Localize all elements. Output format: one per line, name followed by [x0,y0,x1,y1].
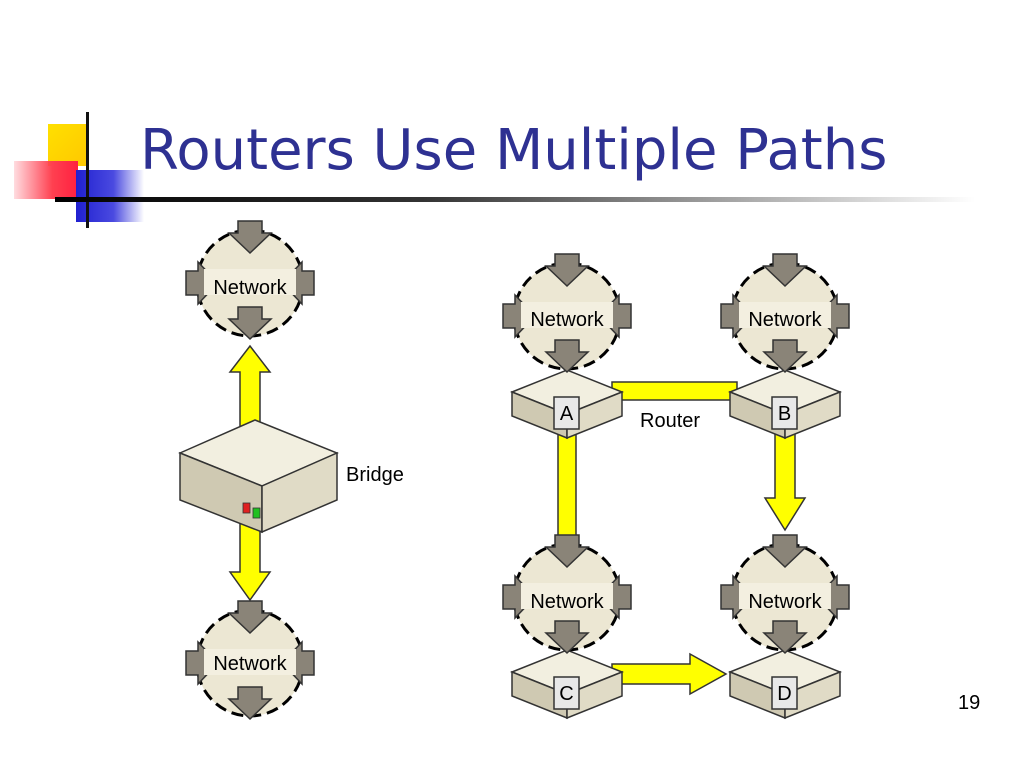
arrow-b-to-d [763,424,807,532]
bridge-arrow-up [228,344,272,429]
router-c: C [511,649,623,719]
network-cloud: Network [719,252,851,374]
router-d: D [729,649,841,719]
link-a-b [611,381,738,401]
title-decoration-red [14,161,78,199]
network-cloud: Network [184,219,316,341]
title-underline [55,197,975,202]
network-label: Network [530,591,604,613]
router-b: B [729,369,841,439]
router-id-c: C [559,683,573,705]
slide-title: Routers Use Multiple Paths [140,118,888,183]
network-label: Network [213,277,287,299]
bridge-led-red [242,502,251,514]
network-label: Network [530,309,604,331]
router-a: A [511,369,623,439]
network-cloud: Network [501,533,633,655]
network-cloud: Network [501,252,633,374]
network-cloud: Network [719,533,851,655]
router-id-b: B [778,403,791,425]
title-decoration-yellow [48,124,86,166]
title-decoration-line [86,112,89,228]
router-id-a: A [560,403,574,425]
arrow-c-to-d [611,652,728,696]
page-number: 19 [958,692,981,714]
bridge-led-green [252,507,261,519]
router-label: Router [640,410,700,432]
router-id-d: D [777,683,791,705]
network-label: Network [748,591,822,613]
network-cloud: Network [184,599,316,721]
bridge-device [178,419,339,534]
network-label: Network [213,653,287,675]
network-label: Network [748,309,822,331]
bridge-label: Bridge [346,464,404,486]
